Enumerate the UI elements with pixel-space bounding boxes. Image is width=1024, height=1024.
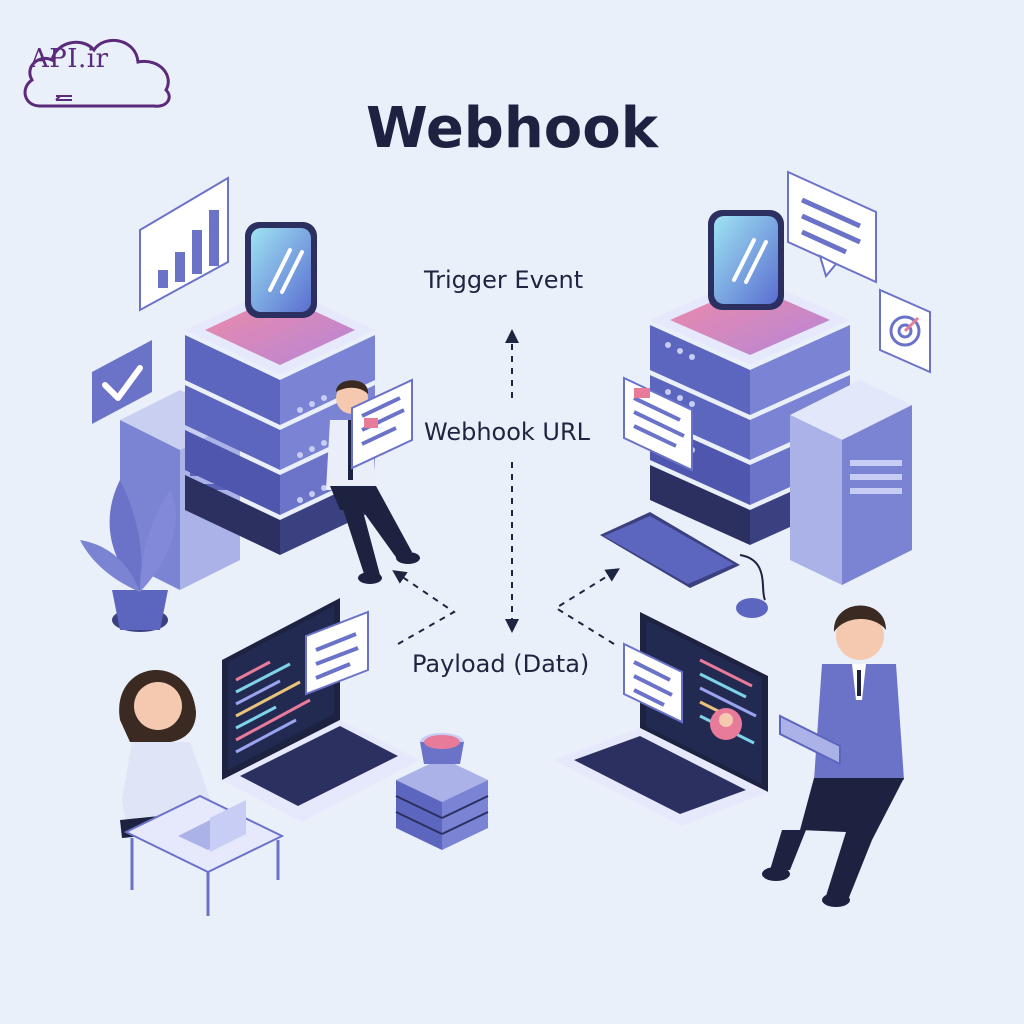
- mouse: [736, 598, 768, 618]
- webhook-url-label: Webhook URL: [424, 418, 591, 446]
- plant-icon: [80, 480, 176, 632]
- cloud-logo-icon: [23, 39, 171, 108]
- page-title: Webhook: [366, 96, 658, 161]
- arrow-icon: [55, 95, 72, 101]
- payload-to-left-arrow: [392, 570, 456, 645]
- bar-chart-icon: [139, 176, 229, 312]
- payload-label: Payload (Data): [412, 650, 590, 678]
- seated-developer-left: [326, 378, 420, 584]
- right-laptop: [554, 612, 768, 826]
- logo-text: API.ir: [30, 44, 109, 74]
- left-webhook-icon: [245, 222, 317, 318]
- left-laptop: [222, 598, 420, 822]
- keyboard: [600, 512, 740, 588]
- trigger-event-label: Trigger Event: [424, 266, 584, 294]
- standing-man: [762, 605, 904, 907]
- target-icon: [879, 288, 931, 374]
- center-mini-stack: [395, 733, 489, 850]
- payload-to-right-arrow: [554, 568, 620, 645]
- right-webhook-icon: [708, 210, 784, 310]
- right-server-stack: [623, 210, 912, 585]
- flow-arrows: [392, 329, 620, 645]
- check-icon: [92, 340, 152, 424]
- right-tower-cabinet: [790, 380, 912, 585]
- chat-bubble-icon: [787, 170, 877, 284]
- small-desk: [123, 794, 285, 916]
